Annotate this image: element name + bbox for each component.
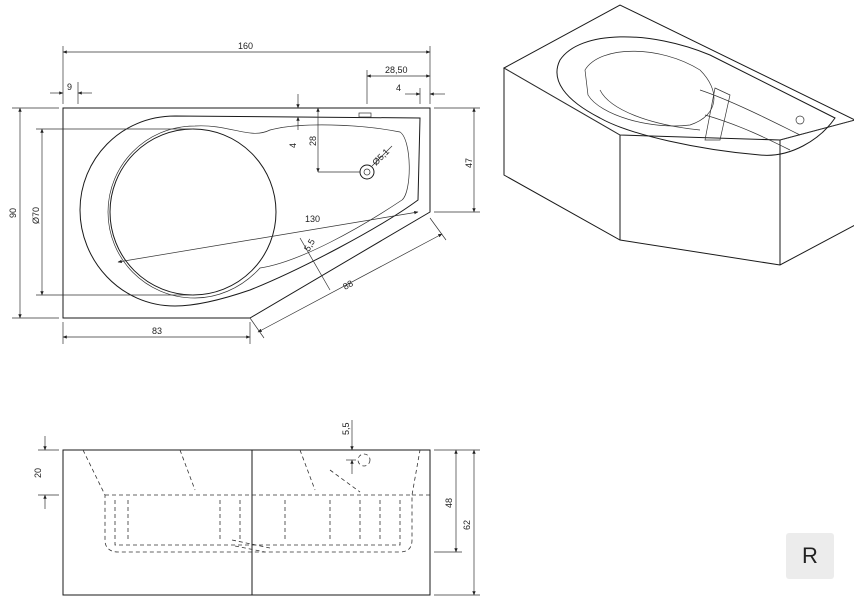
dim-inner-depth: 48 xyxy=(444,498,454,508)
round-basin-circle xyxy=(109,128,277,296)
dim-rim-width: 5,5 xyxy=(302,237,317,253)
outlet-icon xyxy=(359,164,375,180)
elevation-view: 5,5 20 48 62 xyxy=(33,420,480,596)
plan-view: 160 9 28,50 4 4 28 Ø5,1 47 xyxy=(8,41,480,344)
dim-left-offset: 9 xyxy=(67,82,72,92)
dim-top-offset: 4 xyxy=(288,143,298,148)
right-hand-indicator: R xyxy=(786,533,834,579)
dim-outlet-depth: 28 xyxy=(308,136,318,146)
dim-overall-length: 160 xyxy=(238,41,253,51)
dim-overall-width: 90 xyxy=(8,208,18,218)
dim-short-side: 47 xyxy=(464,158,474,168)
dim-bottom-length: 83 xyxy=(152,326,162,336)
dim-basin-diameter: Ø70 xyxy=(31,207,41,224)
dim-right-offset: 4 xyxy=(396,83,401,93)
dim-overall-height: 62 xyxy=(462,520,472,530)
dim-outlet-offset: 28,50 xyxy=(385,65,408,75)
dim-diagonal-length: 130 xyxy=(305,214,320,224)
dim-apron-height: 20 xyxy=(33,468,43,478)
dim-angled-side: 88 xyxy=(341,278,355,292)
tub-basin xyxy=(107,124,410,299)
dim-rim-height: 5,5 xyxy=(341,422,351,435)
isometric-view xyxy=(502,4,854,266)
